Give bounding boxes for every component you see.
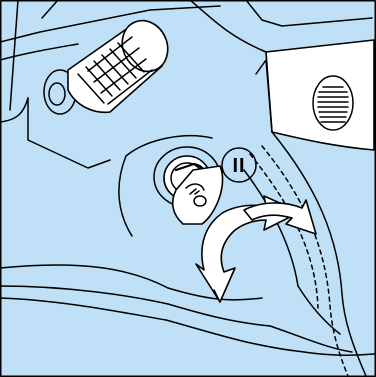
ignition-position-label: II [232,155,245,177]
